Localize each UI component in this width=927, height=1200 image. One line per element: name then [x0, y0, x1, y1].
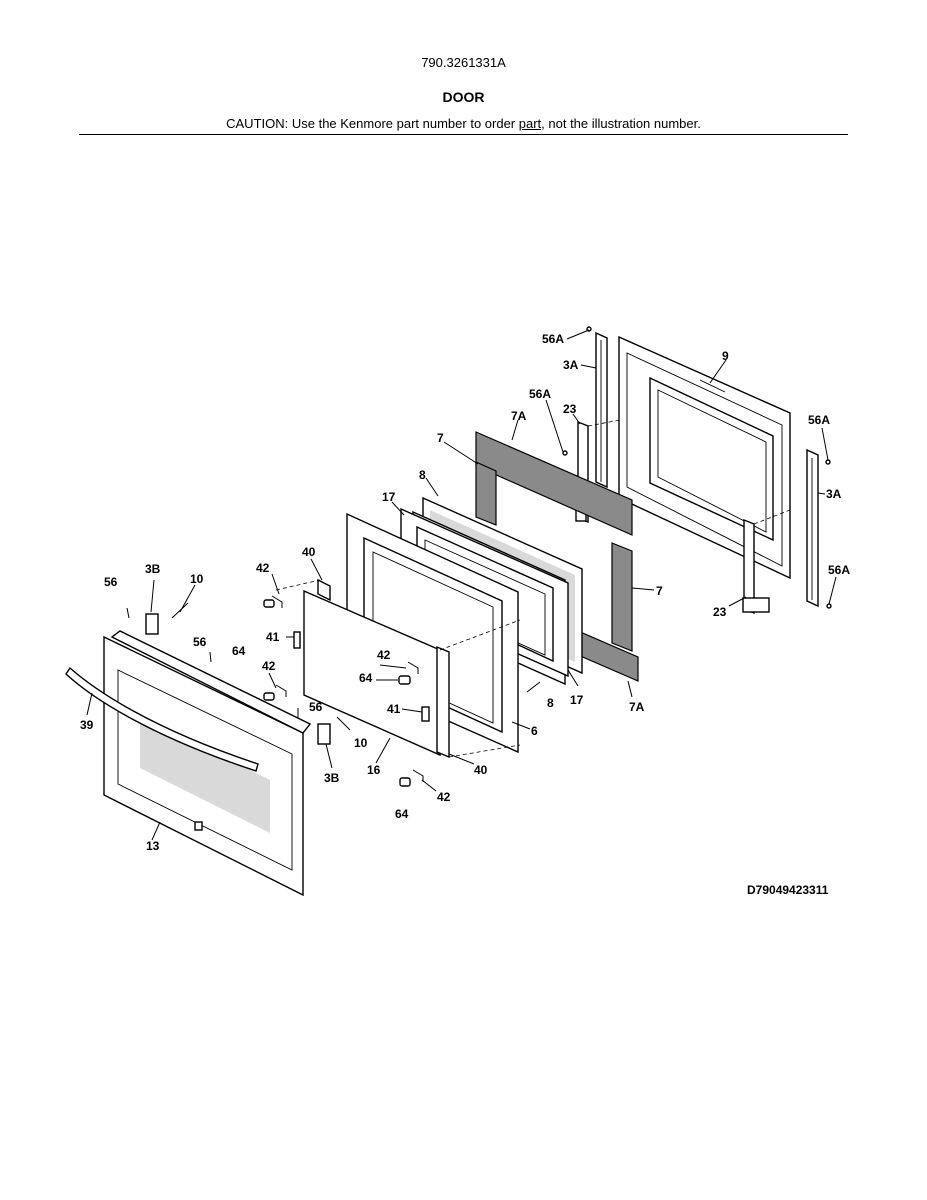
part-42-bracket-left	[271, 595, 283, 608]
part-7-insulation-right	[611, 542, 633, 652]
callout-42-center: 42	[377, 648, 391, 662]
callout-56-mid: 56	[193, 635, 207, 649]
part-10-screw-right	[336, 716, 351, 731]
callout-10-left: 10	[190, 572, 204, 586]
callout-10-right: 10	[354, 736, 368, 750]
callout-56A-right: 56A	[808, 413, 830, 427]
callout-42-left: 42	[256, 561, 270, 575]
callout-9: 9	[722, 349, 729, 363]
part-56A-screw-bottom	[826, 603, 832, 609]
part-13-outer-door	[103, 630, 312, 897]
callout-8-bottom: 8	[547, 696, 554, 710]
model-number: 790.3261331A	[421, 55, 506, 70]
callout-23-bottom: 23	[713, 605, 727, 619]
callout-39: 39	[80, 718, 94, 732]
callout-56A-bottom: 56A	[828, 563, 850, 577]
part-3B-bracket-left	[145, 613, 159, 635]
callout-7-top: 7	[437, 431, 444, 445]
part-3B-bracket-right	[317, 723, 331, 745]
part-56-screw-mid	[209, 651, 212, 663]
part-64-pad-bottom	[399, 777, 411, 787]
callout-64-bottom: 64	[395, 807, 409, 821]
caution-suffix: , not the illustration number.	[541, 116, 701, 131]
part-40-channel-top	[317, 578, 331, 602]
part-23-hinge-bottom	[742, 518, 770, 615]
header-divider	[79, 134, 848, 135]
part-42-bracket-mid	[275, 684, 287, 697]
callout-56-left: 56	[104, 575, 118, 589]
callout-labels: 56A 9 3A 56A 23 7A 56A 7 8 3A 17 40 3B 1…	[80, 332, 850, 853]
callout-64-center: 64	[359, 671, 373, 685]
part-56A-screw-right	[825, 459, 831, 465]
caution-prefix: CAUTION: Use the Kenmore part number to …	[226, 116, 519, 131]
assembly-lines	[275, 419, 791, 758]
callout-41-center: 41	[387, 702, 401, 716]
callout-17-bottom: 17	[570, 693, 584, 707]
callout-3A-left: 3A	[563, 358, 579, 372]
part-41-clip-center	[421, 706, 430, 722]
callout-7A-bottom: 7A	[629, 700, 645, 714]
section-title: DOOR	[442, 89, 485, 105]
part-64-pad-left	[263, 599, 275, 608]
part-6-door-frame	[346, 512, 519, 754]
part-41-clip-left	[293, 631, 301, 649]
callout-42-bottom: 42	[437, 790, 451, 804]
part-10-screw-left	[171, 602, 189, 619]
callout-40-bottom: 40	[474, 763, 488, 777]
callout-42-mid: 42	[262, 659, 276, 673]
callout-40-top: 40	[302, 545, 316, 559]
callout-16: 16	[367, 763, 381, 777]
callout-6: 6	[531, 724, 538, 738]
callout-3A-right: 3A	[826, 487, 842, 501]
part-56-screw-left	[126, 607, 130, 619]
part-3A-right-channel	[806, 448, 819, 608]
part-7A-insulation-top	[475, 431, 633, 536]
callout-7A-top: 7A	[511, 409, 527, 423]
part-7-insulation-left	[475, 461, 497, 526]
callout-56A-mid: 56A	[529, 387, 551, 401]
part-9-inner-liner	[618, 335, 791, 580]
diagram-id: D79049423311	[747, 883, 829, 897]
part-16-glass-panel	[303, 589, 441, 757]
callout-56A-top: 56A	[542, 332, 564, 346]
part-42-bracket-bottom	[412, 769, 424, 782]
caution-part-link[interactable]: part	[518, 116, 542, 131]
callout-56-right: 56	[309, 700, 323, 714]
callout-23-top: 23	[563, 402, 577, 416]
caution-note: CAUTION: Use the Kenmore part number to …	[0, 116, 927, 131]
part-40-channel-bottom	[436, 645, 450, 759]
callout-8-top: 8	[419, 468, 426, 482]
callout-3B-right: 3B	[324, 771, 340, 785]
callout-64-left: 64	[232, 644, 246, 658]
callout-17-top: 17	[382, 490, 396, 504]
callout-3B-left: 3B	[145, 562, 161, 576]
part-64-pad-mid	[263, 692, 275, 701]
part-39-handle	[65, 666, 259, 772]
callout-41-left: 41	[266, 630, 280, 644]
part-42-bracket-center	[407, 661, 419, 674]
part-64-pad-center	[398, 675, 411, 685]
callout-7-right: 7	[656, 584, 663, 598]
part-56A-screw-mid	[562, 450, 568, 456]
leader-lines	[86, 329, 837, 841]
callout-13: 13	[146, 839, 160, 853]
part-3A-left-channel	[595, 331, 608, 489]
